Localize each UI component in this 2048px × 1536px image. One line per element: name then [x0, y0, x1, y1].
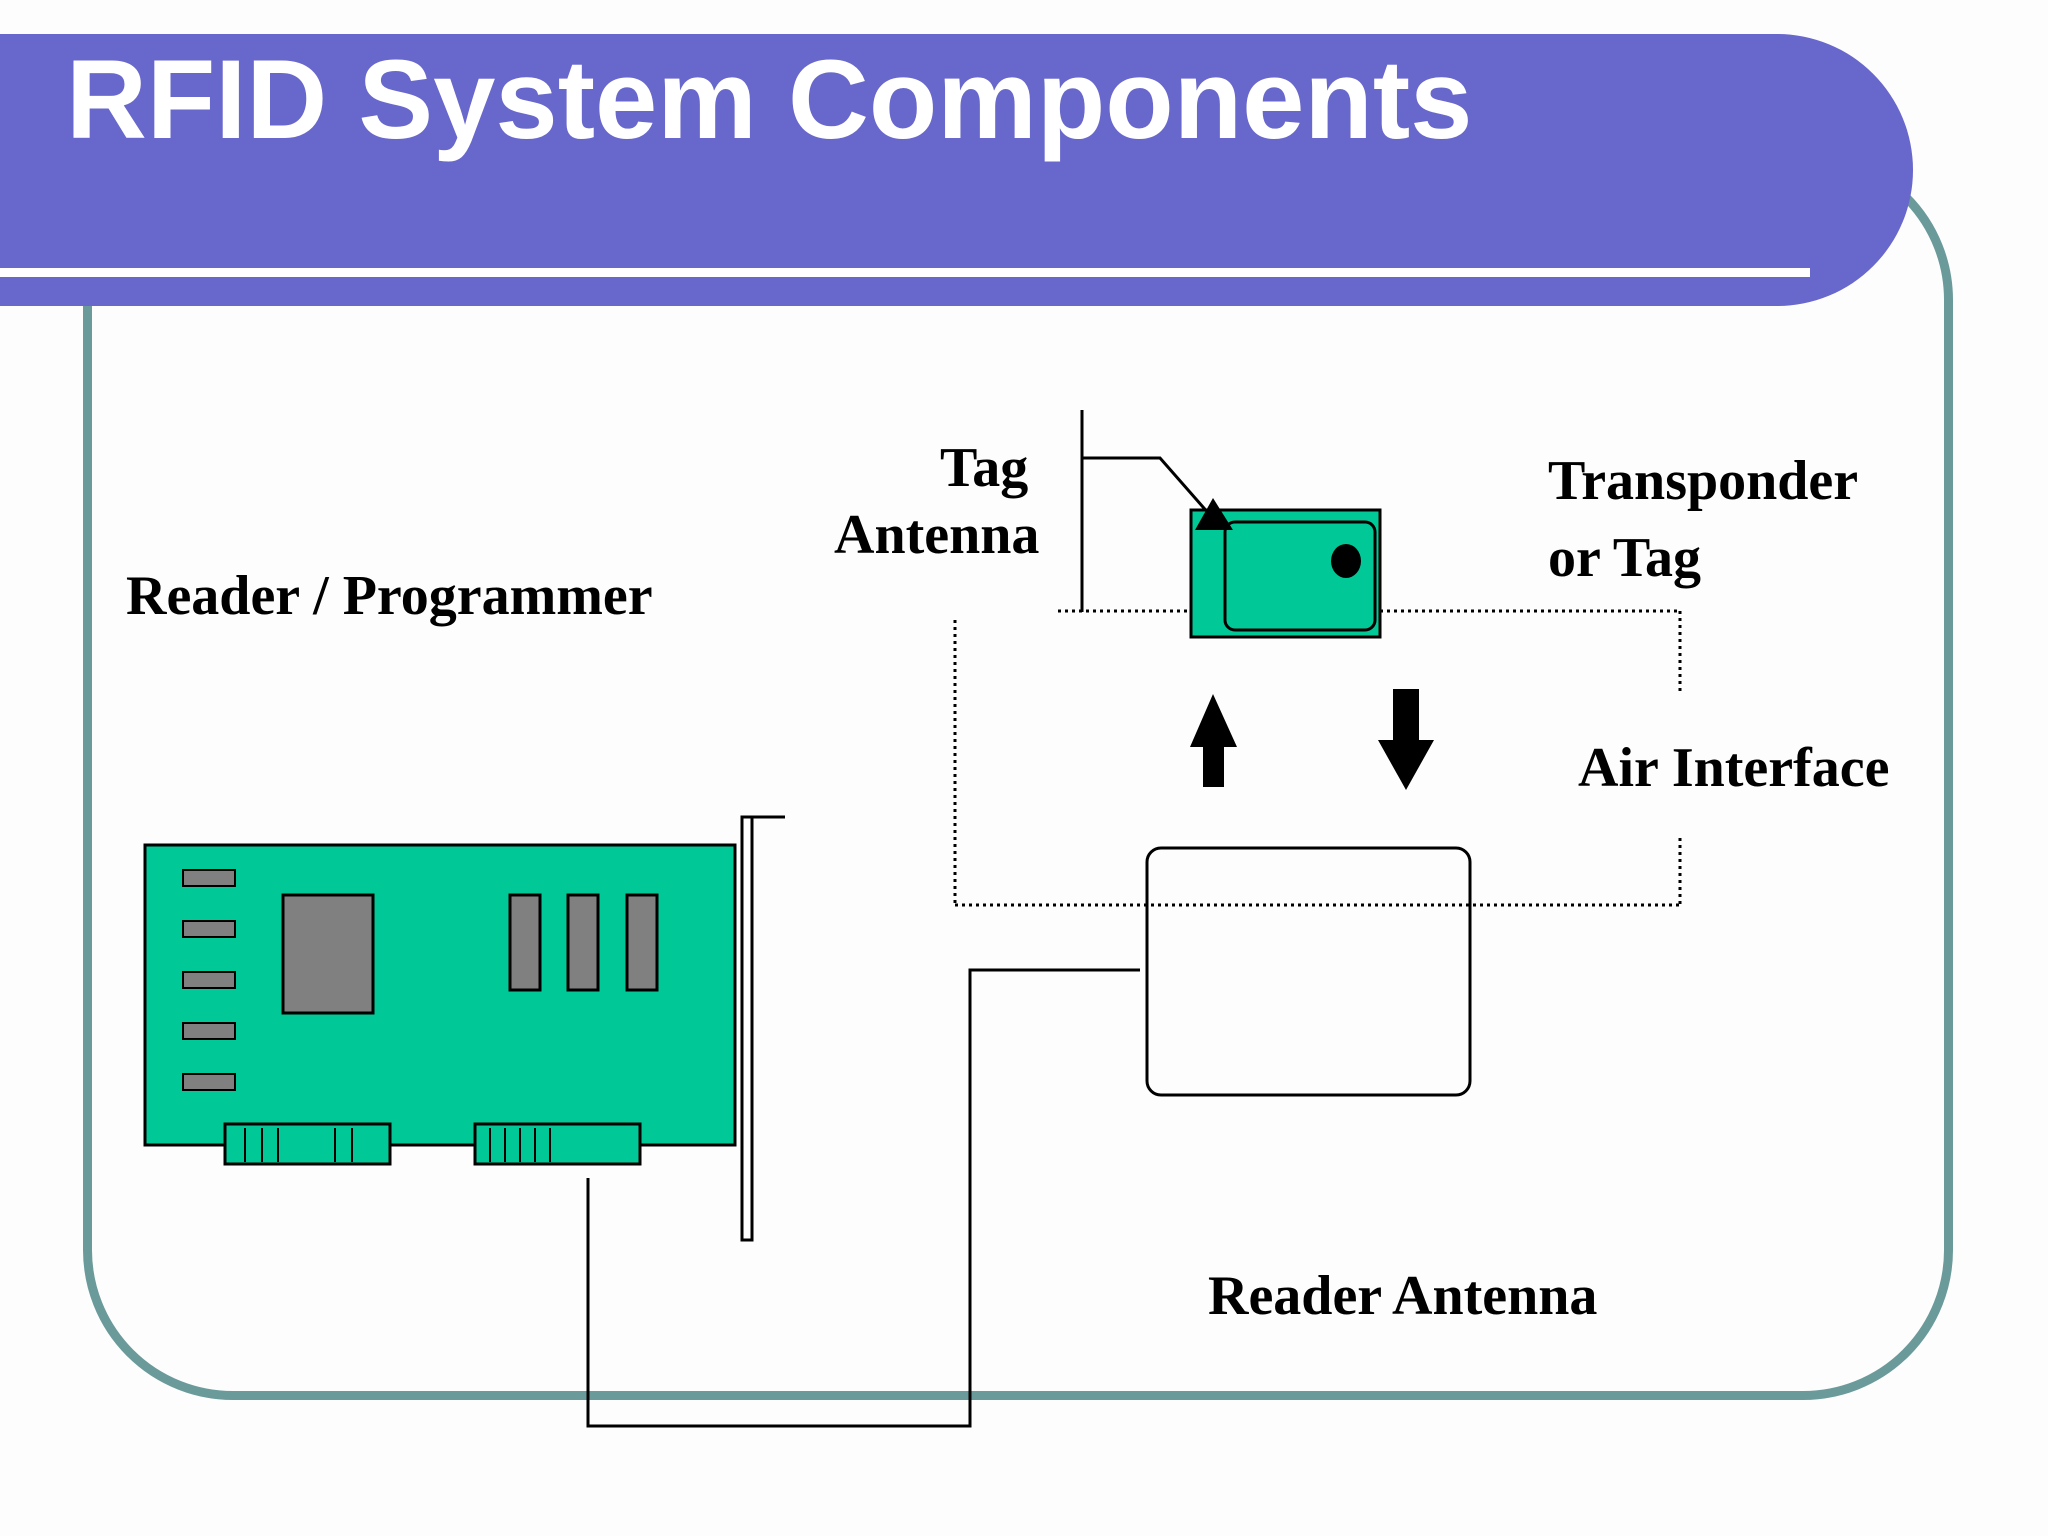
card-led [182, 1022, 236, 1040]
card-led [182, 920, 236, 938]
reader-antenna-label: Reader Antenna [1208, 1265, 1598, 1327]
tag-antenna-label-line2: Antenna [834, 504, 1040, 566]
tag-antenna-leader [1080, 410, 1212, 612]
arrow-down-icon [1378, 689, 1434, 790]
reader-programmer-label: Reader / Programmer [126, 565, 653, 627]
air-interface-boundary [953, 609, 1682, 907]
arrow-up-icon [1190, 694, 1237, 787]
card-memory-chip [625, 893, 659, 992]
reader-card [143, 815, 785, 1242]
card-memory-chip [566, 893, 600, 992]
card-mounting-bracket [740, 815, 785, 1242]
antenna-cable [586, 968, 1140, 1428]
tag-chip [1331, 544, 1361, 578]
card-led [182, 971, 236, 989]
transponder-label-line1: Transponder [1548, 450, 1859, 512]
title-divider [0, 268, 1810, 277]
slide-title: RFID System Components [66, 37, 1473, 162]
tag-antenna-label-line1: Tag [940, 437, 1029, 499]
card-edge-connector [473, 1122, 642, 1166]
card-memory-chip [508, 893, 542, 992]
card-led [182, 1073, 236, 1091]
card-led [182, 869, 236, 887]
title-band [0, 34, 1913, 306]
air-interface-label: Air Interface [1578, 737, 1890, 799]
transponder-label-line2: or Tag [1548, 527, 1702, 589]
card-edge-connector [223, 1122, 392, 1166]
card-processor-chip [281, 893, 375, 1015]
tag-antenna-coil [1223, 520, 1377, 632]
reader-antenna-box [1145, 846, 1472, 1097]
transponder-tag [1189, 498, 1382, 639]
tag-antenna-pointer [1195, 498, 1233, 530]
